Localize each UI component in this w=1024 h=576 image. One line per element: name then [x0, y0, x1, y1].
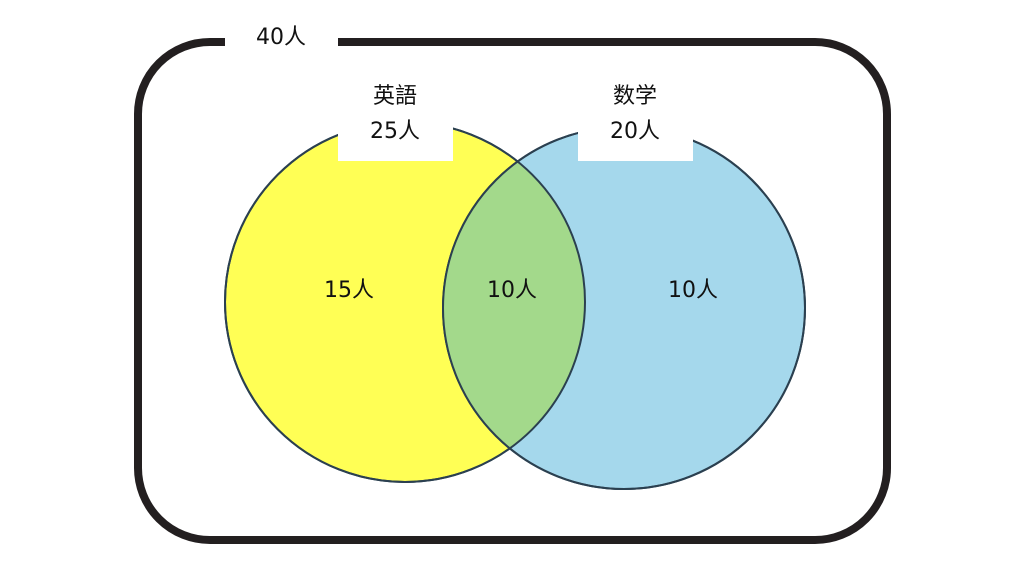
math-set-count: 20人: [610, 119, 660, 144]
math-set-name: 数学: [613, 84, 657, 109]
both-count: 10人: [487, 278, 537, 303]
english-label-bg: [338, 78, 453, 161]
english-set-name: 英語: [373, 84, 417, 109]
math-only-count: 10人: [668, 278, 718, 303]
total-label: 40人: [256, 25, 306, 50]
english-only-count: 15人: [324, 278, 374, 303]
total-label-bg: [225, 20, 338, 60]
overlap-region: [443, 127, 585, 482]
math-label-bg: [578, 78, 693, 161]
universe-frame: [134, 38, 891, 544]
english-set-count: 25人: [370, 119, 420, 144]
